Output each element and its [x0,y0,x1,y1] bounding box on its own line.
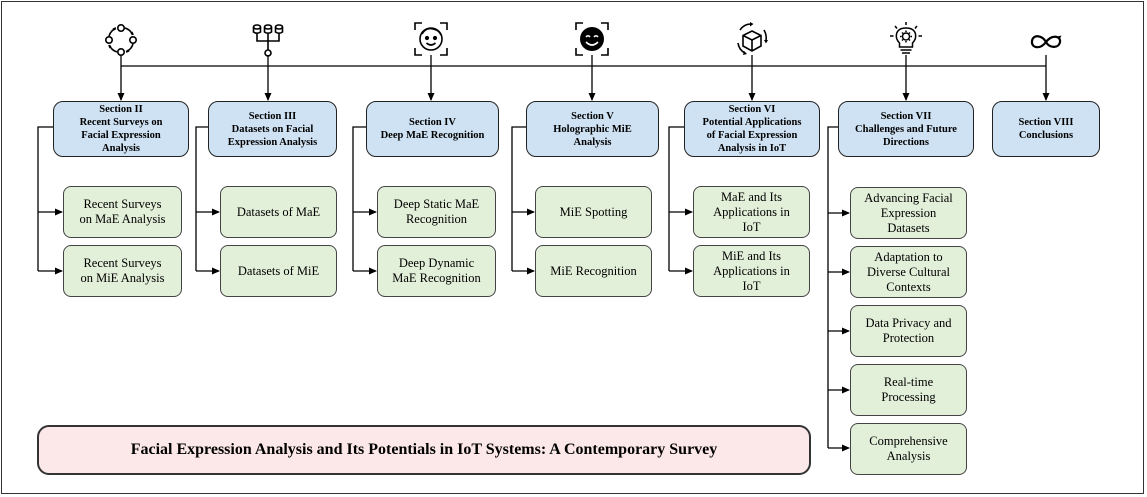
branch-s3 [195,126,208,271]
child-label: Real-time Processing [881,375,936,404]
section-box-s8: Section VIII Conclusions [992,101,1100,157]
child-box-s2-1: Recent Surveys on MaE Analysis [63,186,182,238]
child-label: Data Privacy and Protection [865,316,952,345]
section-box-s3: Section III Datasets on Facial Expressio… [208,101,337,157]
child-label: Recent Surveys on MaE Analysis [79,197,166,226]
child-box-s7-1: Advancing Facial Expression Datasets [850,187,967,239]
child-box-s6-2: MiE and Its Applications in IoT [693,245,810,297]
child-label: MiE Spotting [559,204,628,219]
infinity-loop-icon [1030,35,1062,49]
database-tree-icon [252,24,284,57]
child-label: Deep Static MaE Recognition [393,197,480,226]
iot-cube-icon [737,22,768,55]
child-box-s7-4: Real-time Processing [850,364,967,416]
branch-s4 [352,126,366,271]
section-box-s2: Section II Recent Surveys on Facial Expr… [53,101,189,157]
section-box-s6: Section VI Potential Applications of Fac… [684,101,820,157]
section-label-s7: Section VII Challenges and Future Direct… [855,110,957,148]
branch-s7 [827,126,838,448]
branch-s6 [668,126,684,271]
child-box-s7-2: Adaptation to Diverse Cultural Contexts [850,246,967,298]
section-label-s3: Section III Datasets on Facial Expressio… [227,110,318,148]
branch-s5 [511,126,526,271]
child-box-s7-3: Data Privacy and Protection [850,305,967,357]
section-label-s2: Section II Recent Surveys on Facial Expr… [79,104,163,154]
child-label: Advancing Facial Expression Datasets [864,190,953,235]
child-label: Adaptation to Diverse Cultural Contexts [867,249,950,294]
lightbulb-gear-icon [890,22,922,54]
child-box-s5-1: MiE Spotting [535,186,652,238]
child-label: Datasets of MaE [236,204,321,219]
section-label-s8: Section VIII Conclusions [1018,117,1074,141]
child-box-s3-1: Datasets of MaE [220,186,337,238]
child-label: MiE and Its Applications in IoT [713,248,790,293]
smile-scan-icon [575,22,609,56]
child-label: Comprehensive Analysis [869,434,948,463]
child-box-s6-1: MaE and Its Applications in IoT [693,186,810,238]
child-box-s4-1: Deep Static MaE Recognition [377,186,496,238]
section-label-s4: Section IV Deep MaE Recognition [380,117,485,141]
section-label-s6: Section VI Potential Applications of Fac… [702,104,802,154]
survey-title: Facial Expression Analysis and Its Poten… [130,441,718,458]
child-box-s5-2: MiE Recognition [535,245,652,297]
child-box-s7-5: Comprehensive Analysis [850,423,967,475]
child-box-s2-2: Recent Surveys on MiE Analysis [63,245,182,297]
face-scan-icon [414,22,448,56]
child-label: MaE and Its Applications in IoT [713,189,790,234]
child-label: Recent Surveys on MiE Analysis [80,256,165,285]
branch-s2 [37,126,53,271]
child-box-s3-2: Datasets of MiE [220,245,337,297]
section-box-s7: Section VII Challenges and Future Direct… [838,101,974,157]
child-label: MiE Recognition [550,263,637,278]
cycle-arrows-icon [104,23,137,56]
survey-title-box: Facial Expression Analysis and Its Poten… [37,425,811,475]
section-box-s5: Section V Holographic MiE Analysis [526,101,659,157]
child-label: Deep Dynamic MaE Recognition [392,256,481,285]
child-label: Datasets of MiE [237,263,320,278]
section-box-s4: Section IV Deep MaE Recognition [366,101,499,157]
section-label-s5: Section V Holographic MiE Analysis [553,110,632,148]
child-box-s4-2: Deep Dynamic MaE Recognition [377,245,496,297]
